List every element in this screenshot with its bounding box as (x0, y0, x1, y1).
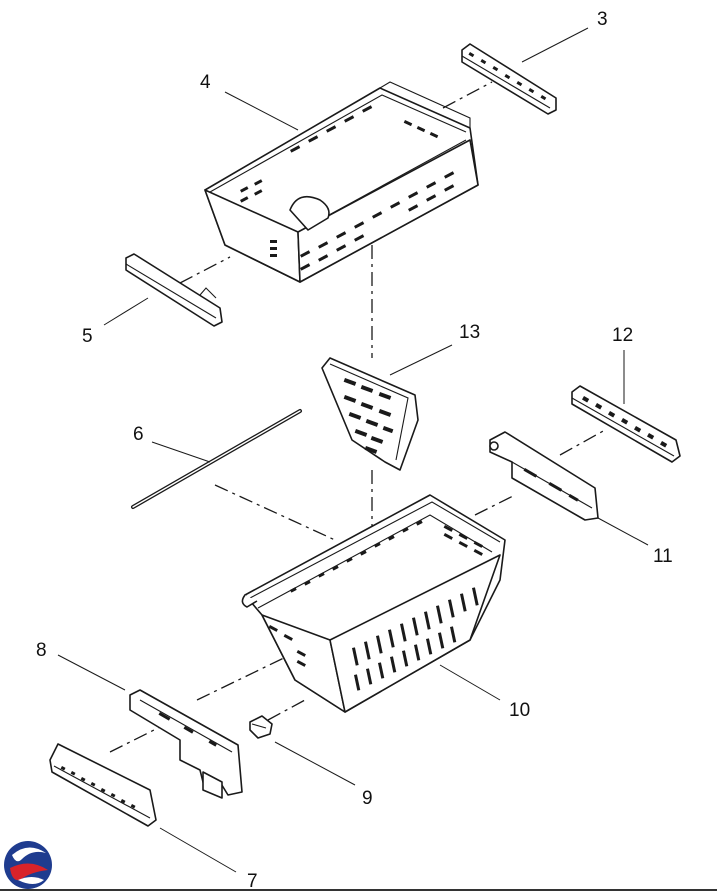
part-9-clip (249, 715, 273, 739)
callout-3: 3 (597, 9, 608, 30)
callout-13: 13 (459, 322, 480, 343)
footer-rule (0, 889, 717, 891)
part-11-bracket (489, 431, 599, 521)
basket-vent-slots (268, 520, 483, 691)
callout-labels: 3 4 5 6 7 8 9 10 11 12 13 (36, 9, 673, 892)
brand-swirl-logo (4, 841, 52, 889)
callout-8: 8 (36, 640, 47, 661)
part-8-bracket (129, 689, 243, 799)
part-5-rail (125, 253, 223, 327)
callout-9: 9 (362, 788, 373, 809)
leader-lines (57, 27, 649, 873)
part-13-divider (321, 357, 419, 471)
callout-7: 7 (247, 871, 258, 892)
part-10-basket (241, 494, 506, 713)
callout-5: 5 (82, 326, 93, 347)
callout-6: 6 (133, 424, 144, 445)
callout-10: 10 (509, 700, 530, 721)
callout-12: 12 (612, 325, 633, 346)
part-3-rail (461, 43, 557, 115)
callout-11: 11 (653, 546, 673, 567)
part-7-rail (49, 743, 157, 827)
drawer-vent-slots (240, 105, 455, 271)
callout-4: 4 (200, 72, 211, 93)
part-12-rail (571, 385, 681, 463)
part-6-rod (131, 409, 302, 509)
part-4-upper-drawer (204, 81, 479, 283)
